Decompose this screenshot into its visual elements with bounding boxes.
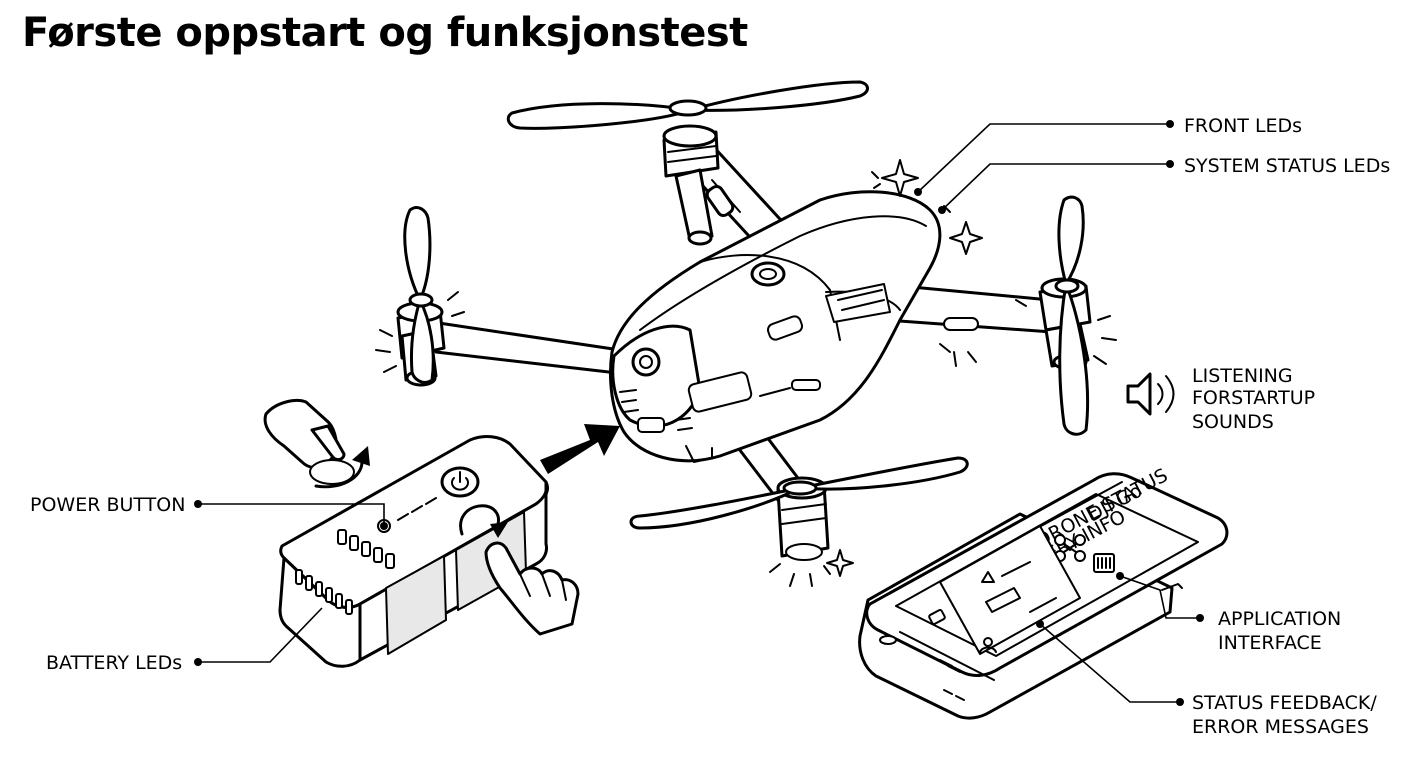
- power-icon: [451, 471, 469, 491]
- sparkle-lines-bottom-motor: [769, 563, 831, 587]
- leader-power-button: [194, 500, 388, 530]
- label-listening-line1: LISTENING: [1192, 365, 1293, 387]
- hand-icon: [263, 399, 370, 489]
- rotate-icon: [459, 504, 508, 538]
- speaker-icon: [1126, 372, 1175, 416]
- sparkle-icon: [826, 549, 854, 577]
- label-listening-line3: SOUNDS: [1192, 411, 1274, 433]
- leader-system-status-leds: [938, 160, 1174, 214]
- label-battery-leds: BATTERY LEDs: [46, 652, 182, 674]
- battery-icon: [1093, 553, 1115, 573]
- rear-left-propeller: [506, 80, 869, 130]
- sparkle-icon: [871, 159, 919, 197]
- sparkle-lines-left-motor: [375, 291, 465, 373]
- leader-front-leds: [914, 120, 1174, 196]
- hand-icon: [484, 541, 580, 636]
- rear-right-propeller: [1054, 195, 1090, 436]
- page-title: Første oppstart og funksjonstest: [22, 10, 748, 56]
- label-application-line1: APPLICATION: [1218, 608, 1341, 630]
- sparkle-lines-right-motor: [939, 299, 1117, 367]
- label-power-button: POWER BUTTON: [30, 494, 185, 516]
- smartphone-illustration: DJI Go DRONE STATUS BATTERY INFO: [858, 464, 1229, 720]
- front-right-propeller: [629, 456, 969, 530]
- rear-left-arm: [662, 124, 792, 250]
- warning-icon: [981, 571, 995, 583]
- arrow-right-icon: [540, 424, 620, 474]
- leader-application-interface: [1116, 572, 1204, 622]
- drone-icon: [1054, 534, 1086, 562]
- label-status-line1: STATUS FEEDBACK/: [1192, 692, 1377, 714]
- label-status-line2: ERROR MESSAGES: [1192, 716, 1369, 738]
- user-icon: [979, 637, 997, 653]
- front-left-propeller: [403, 206, 435, 384]
- label-listening-line2: FORSTARTUP: [1192, 387, 1315, 409]
- drone-illustration: [375, 80, 1117, 587]
- drone-body: [609, 190, 942, 463]
- sparkle-icon: [943, 205, 983, 255]
- leader-status-feedback: [1036, 620, 1184, 706]
- label-front-leds: FRONT LEDs: [1184, 115, 1302, 137]
- label-system-status-leds: SYSTEM STATUS LEDs: [1184, 155, 1390, 177]
- label-application-line2: INTERFACE: [1218, 632, 1322, 654]
- leader-battery-leds: [194, 607, 323, 666]
